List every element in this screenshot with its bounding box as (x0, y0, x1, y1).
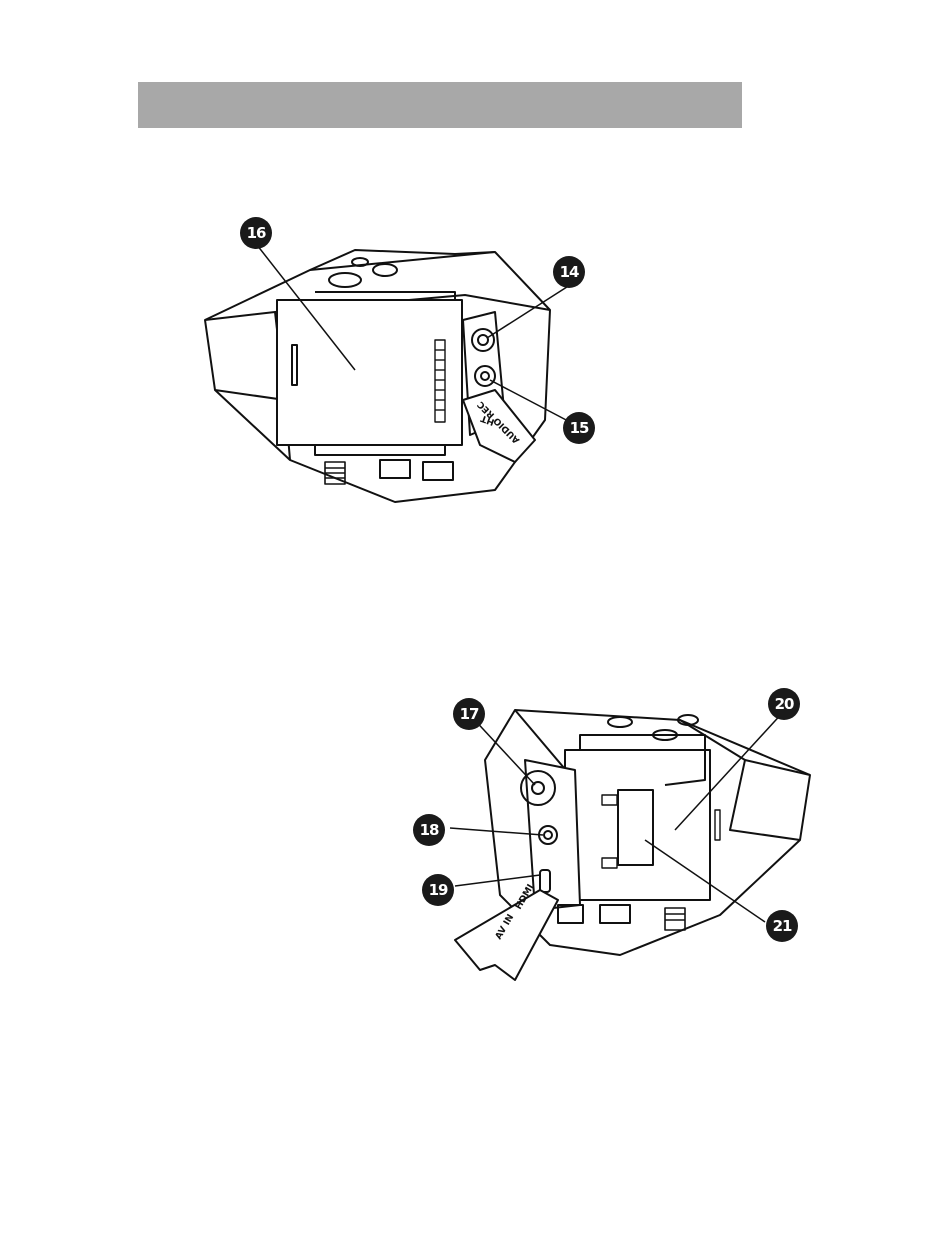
callout-19: 19 (422, 874, 454, 906)
callout-16: 16 (240, 217, 272, 249)
callout-14: 14 (553, 256, 585, 288)
callout-18: 18 (413, 814, 445, 846)
header-bar (138, 82, 742, 128)
callout-21: 21 (766, 910, 798, 942)
callout-15: 15 (563, 412, 595, 444)
callout-17: 17 (453, 698, 485, 730)
callout-20: 20 (768, 688, 800, 720)
device-figure-top: HT AUDIO REC (195, 240, 615, 510)
device-figure-bottom: AV IN HDMI (440, 700, 820, 985)
